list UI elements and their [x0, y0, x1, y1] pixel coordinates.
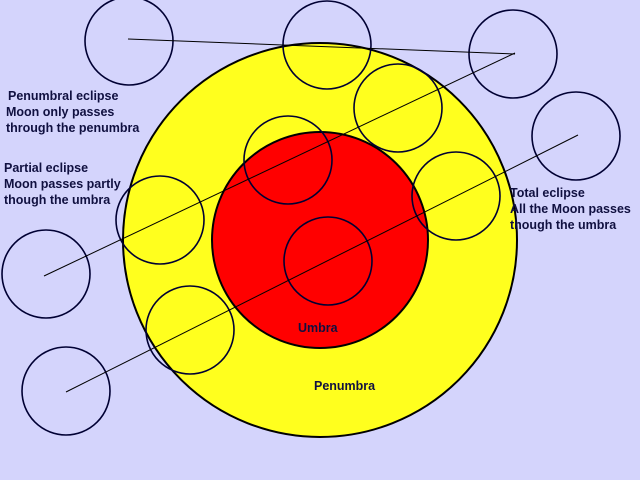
penumbral-path-line [127, 38, 516, 55]
partial-line-2: Moon passes partly [4, 177, 121, 191]
moon-partial-2 [243, 115, 333, 205]
umbra-label: Umbra [298, 321, 338, 335]
penumbra-label: Penumbra [314, 379, 376, 393]
total-title: Total eclipse [510, 186, 585, 200]
moon-total-1 [531, 91, 621, 181]
partial-line-3: though the umbra [4, 193, 111, 207]
penumbral-line-2: Moon only passes [6, 105, 115, 119]
total-line-2: All the Moon passes [510, 202, 631, 216]
moon-partial-1 [353, 63, 443, 153]
moon-total-2 [411, 151, 501, 241]
moon-partial-3 [115, 175, 205, 265]
partial-path-line [43, 52, 516, 277]
moon-total-5 [21, 346, 111, 436]
partial-eclipse-label: Partial eclipse Moon passes partly thoug… [4, 160, 121, 208]
moon-total-3 [283, 216, 373, 306]
umbra-region [211, 131, 429, 349]
moon-penumbral-3 [468, 9, 558, 99]
total-path-line [65, 134, 579, 393]
total-eclipse-label: Total eclipse All the Moon passes though… [510, 185, 631, 233]
penumbral-eclipse-label: Penumbral eclipse Moon only passes throu… [6, 88, 139, 136]
moon-penumbral-1 [84, 0, 174, 86]
moon-partial-4 [1, 229, 91, 319]
moon-total-4 [145, 285, 235, 375]
total-line-3: though the umbra [510, 218, 617, 232]
partial-title: Partial eclipse [4, 161, 89, 175]
penumbral-line-3: through the penumbra [6, 121, 140, 135]
penumbral-title: Penumbral eclipse [8, 89, 119, 103]
